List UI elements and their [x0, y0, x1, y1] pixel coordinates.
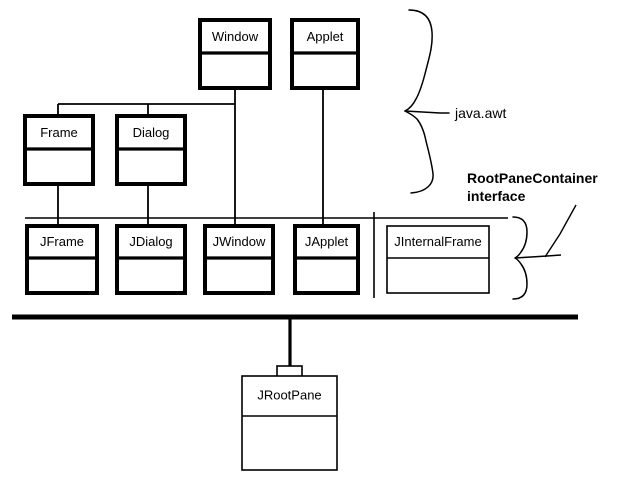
- class-label-jrootpane: JRootPane: [257, 387, 321, 402]
- class-box-window[interactable]: Window: [198, 18, 272, 90]
- class-label-japplet: JApplet: [305, 234, 349, 249]
- rootpanecontainer-brace: [512, 204, 577, 300]
- brace-tip-leader-awt: [404, 110, 450, 114]
- class-label-applet: Applet: [307, 29, 344, 44]
- brace-curve-awt: [404, 9, 434, 194]
- java-awt-brace: [404, 9, 450, 194]
- class-box-jwindow[interactable]: JWindow: [203, 224, 275, 295]
- class-box-applet[interactable]: Applet: [290, 18, 360, 90]
- separator-rules: [12, 212, 578, 320]
- class-box-jrootpane[interactable]: JRootPane: [241, 365, 338, 471]
- class-box-frame[interactable]: Frame: [23, 114, 95, 186]
- annotation-rootpanecontainer-title: RootPaneContainer: [467, 170, 598, 186]
- class-label-jinternalframe: JInternalFrame: [394, 234, 481, 249]
- class-label-window: Window: [212, 29, 259, 44]
- class-label-dialog: Dialog: [133, 125, 170, 140]
- class-box-japplet[interactable]: JApplet: [293, 224, 360, 295]
- class-label-jdialog: JDialog: [129, 234, 172, 249]
- annotation-java-awt: java.awt: [454, 105, 506, 121]
- class-label-jwindow: JWindow: [213, 234, 266, 249]
- class-box-jinternalframe[interactable]: JInternalFrame: [386, 225, 490, 294]
- brace-tip-leader-rootpanecontainer: [514, 254, 562, 259]
- class-box-jdialog[interactable]: JDialog: [115, 224, 187, 295]
- class-box-dialog[interactable]: Dialog: [115, 114, 187, 186]
- leader-line-rootpanecontainer: [544, 204, 577, 258]
- class-label-frame: Frame: [40, 125, 78, 140]
- class-box-jframe[interactable]: JFrame: [25, 224, 99, 295]
- connector-lines: [57, 88, 324, 366]
- annotation-rootpanecontainer-subtitle: interface: [467, 188, 526, 204]
- class-label-jframe: JFrame: [40, 234, 84, 249]
